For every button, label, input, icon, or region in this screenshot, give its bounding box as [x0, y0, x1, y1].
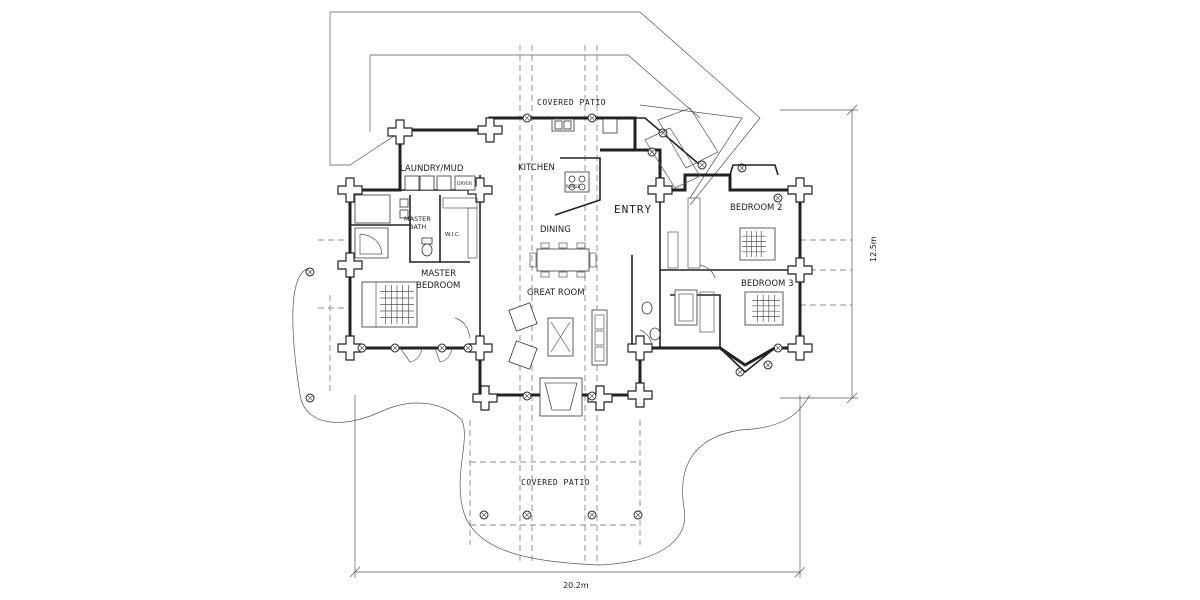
log-pier	[787, 335, 813, 361]
tub-icon	[674, 289, 698, 326]
log-pier	[337, 177, 363, 203]
roof-beams	[318, 45, 852, 562]
fridge-icon	[602, 118, 618, 134]
post-icon	[390, 343, 400, 353]
bath-sink-icon	[641, 301, 653, 315]
post-icon	[633, 510, 643, 520]
log-pier	[627, 335, 653, 361]
great-room-label: GREAT ROOM	[527, 288, 585, 298]
log-pier	[647, 177, 673, 203]
door-swings	[399, 264, 716, 363]
dryer-icon	[454, 175, 476, 191]
toilet-icon	[649, 327, 661, 341]
post-icon	[587, 510, 597, 520]
post-icon	[773, 193, 783, 203]
post-icon	[437, 343, 447, 353]
master-bath-label-2: BATH	[409, 223, 426, 231]
master-bedroom-label-2: BEDROOM	[416, 281, 460, 291]
width-dimension-label: 20.2m	[563, 581, 589, 590]
log-pier	[387, 119, 413, 145]
post-icon	[305, 393, 315, 403]
post-icon	[522, 391, 532, 401]
depth-dimension-label: 12.5m	[869, 236, 878, 262]
log-pier	[477, 117, 503, 143]
rear-patio-outline	[292, 267, 811, 566]
posts	[305, 113, 783, 520]
fixtures: DRYER	[354, 107, 784, 417]
dimension-width: 20.2m	[349, 395, 806, 590]
post-icon	[587, 391, 597, 401]
post-icon	[479, 510, 489, 520]
post-icon	[357, 343, 367, 353]
log-piers	[337, 117, 813, 411]
sofa-icon	[591, 309, 608, 366]
post-icon	[773, 343, 783, 353]
post-icon	[587, 113, 597, 123]
armchair-icon	[508, 302, 538, 332]
bedroom3-label: BEDROOM 3	[741, 279, 793, 289]
post-icon	[522, 113, 532, 123]
post-icon	[305, 267, 315, 277]
post-icon	[522, 510, 532, 520]
master-bedroom-label-1: MASTER	[421, 269, 456, 279]
covered-patio-top-label: COVERED PATIO	[537, 98, 606, 107]
roof-outline	[329, 11, 761, 206]
log-pier	[627, 382, 653, 408]
log-pier	[787, 177, 813, 203]
bedroom3-bed-icon	[744, 291, 784, 326]
post-icon	[697, 160, 707, 170]
range-label: RANGE	[566, 184, 580, 189]
dryer-label: DRYER	[457, 181, 472, 187]
log-pier	[337, 252, 363, 278]
post-icon	[647, 147, 657, 157]
range-icon	[564, 171, 590, 193]
log-pier	[472, 385, 498, 411]
post-icon	[463, 343, 473, 353]
dining-label: DINING	[540, 225, 571, 235]
dimension-depth: 12.5m	[780, 104, 878, 404]
bedroom2-bed-icon	[739, 227, 776, 261]
post-icon	[763, 360, 773, 370]
wic-label: W.I.C.	[445, 232, 461, 238]
log-pier	[787, 257, 813, 283]
log-pier	[587, 385, 613, 411]
kitchen-label: KITCHEN	[518, 163, 555, 173]
master-bath-label-1: MASTER	[404, 215, 431, 223]
post-icon	[737, 163, 747, 173]
dining-table-icon	[536, 248, 590, 272]
room-labels: COVERED PATIO LAUNDRY/MUD KITCHEN ENTRY …	[400, 98, 793, 487]
covered-patio-bottom-label: COVERED PATIO	[521, 478, 590, 487]
laundry-label: LAUNDRY/MUD	[400, 164, 464, 174]
log-pier	[337, 335, 363, 361]
entry-label: ENTRY	[614, 203, 652, 216]
washer-icon	[404, 175, 420, 191]
bedroom2-label: BEDROOM 2	[730, 203, 782, 213]
